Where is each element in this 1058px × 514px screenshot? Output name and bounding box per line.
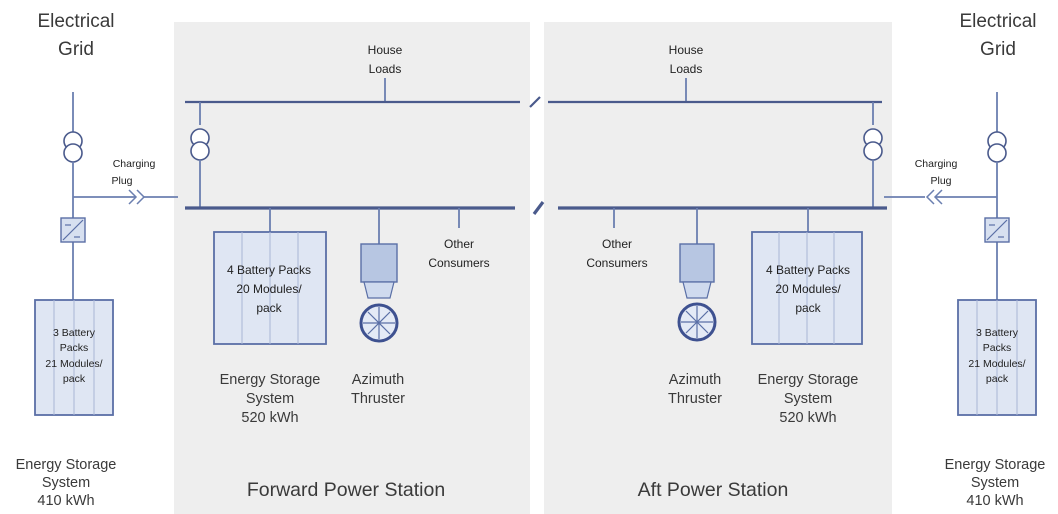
left-shore-battery-label-line2: Packs [60,342,89,354]
forward-ess-label-line3: 520 kWh [241,410,298,426]
aft-thruster-label-line2: Thruster [668,391,722,407]
right-shore-battery-label-line2: Packs [983,342,1012,354]
aft-battery-label-line3: pack [795,301,821,315]
forward-azimuth-thruster-icon [359,243,399,343]
aft-azimuth-thruster-icon [677,243,717,342]
forward-power-station-title: Forward Power Station [247,479,445,501]
aft-power-station: House Loads Other Consumers Azimuth Thru… [548,43,887,501]
right-charging-plug-label-line1: Charging [915,158,958,170]
left-shore-battery-label-line3: 21 Modules/ [45,358,102,370]
right-grid-label-line2: Grid [980,39,1016,60]
right-shore-battery-label-line1: 3 Battery [976,327,1019,339]
forward-power-station: House Loads 4 Battery Packs 20 Modules/ … [185,43,545,501]
left-shore-system: Electrical Grid Charging Plug 3 [16,11,178,509]
forward-battery-pack [213,231,327,345]
right-grid-label-line1: Electrical [959,11,1036,32]
left-charging-plug-label-line1: Charging [113,158,156,170]
aft-ess-label-line1: Energy Storage [758,372,859,388]
aft-other-consumers-label-line2: Consumers [586,256,647,270]
left-shore-ess-label-line3: 410 kWh [37,493,94,509]
forward-thruster-label-line2: Thruster [351,391,405,407]
aft-transformer-icon [863,128,883,161]
forward-battery-label-line1: 4 Battery Packs [227,263,311,277]
aft-house-loads-label-line2: Loads [670,62,703,76]
left-grid-label-line1: Electrical [37,11,114,32]
forward-house-loads-label-line2: Loads [369,62,402,76]
aft-battery-label-line2: 20 Modules/ [775,282,841,296]
bus-break-mark-bottom [532,201,545,215]
left-shore-ess-label-line2: System [42,475,90,491]
right-shore-ess-label-line3: 410 kWh [966,493,1023,509]
forward-thruster-label-line1: Azimuth [352,372,404,388]
aft-other-consumers-label-line1: Other [602,237,632,251]
left-charging-plug-line [73,189,178,205]
left-grid-label-line2: Grid [58,39,94,60]
right-shore-battery-pack [957,299,1037,416]
aft-thruster-label-line1: Azimuth [669,372,721,388]
aft-battery-pack [751,231,863,345]
left-shore-battery-label-line1: 3 Battery [53,327,96,339]
forward-house-loads-label-line1: House [368,43,403,57]
forward-other-consumers-label-line2: Consumers [428,256,489,270]
left-converter-icon [60,217,86,243]
aft-house-loads-label-line1: House [669,43,704,57]
forward-ess-label-line1: Energy Storage [220,372,321,388]
left-shore-battery-label-line4: pack [63,373,86,385]
right-shore-ess-label-line1: Energy Storage [945,457,1046,473]
forward-ess-label-line2: System [246,391,294,407]
bus-break-mark-top [529,96,541,108]
right-shore-system: Electrical Grid Charging Plug 3 [884,11,1045,509]
left-charging-plug-label-line2: Plug [111,175,132,187]
right-charging-plug-label-line2: Plug [930,175,951,187]
left-shore-ess-label-line1: Energy Storage [16,457,117,473]
right-charging-plug-line [884,189,997,205]
forward-transformer-icon [190,128,210,161]
aft-power-station-title: Aft Power Station [638,479,789,501]
forward-battery-label-line2: 20 Modules/ [236,282,302,296]
right-converter-icon [984,217,1010,243]
left-shore-battery-pack [34,299,114,416]
aft-ess-label-line3: 520 kWh [779,410,836,426]
aft-ess-label-line2: System [784,391,832,407]
forward-other-consumers-label-line1: Other [444,237,474,251]
right-shore-ess-label-line2: System [971,475,1019,491]
right-shore-battery-label-line3: 21 Modules/ [968,358,1025,370]
forward-battery-label-line3: pack [256,301,282,315]
right-shore-battery-label-line4: pack [986,373,1009,385]
right-shore-transformer-icon [987,131,1007,163]
left-shore-transformer-icon [63,131,83,163]
aft-battery-label-line1: 4 Battery Packs [766,263,850,277]
